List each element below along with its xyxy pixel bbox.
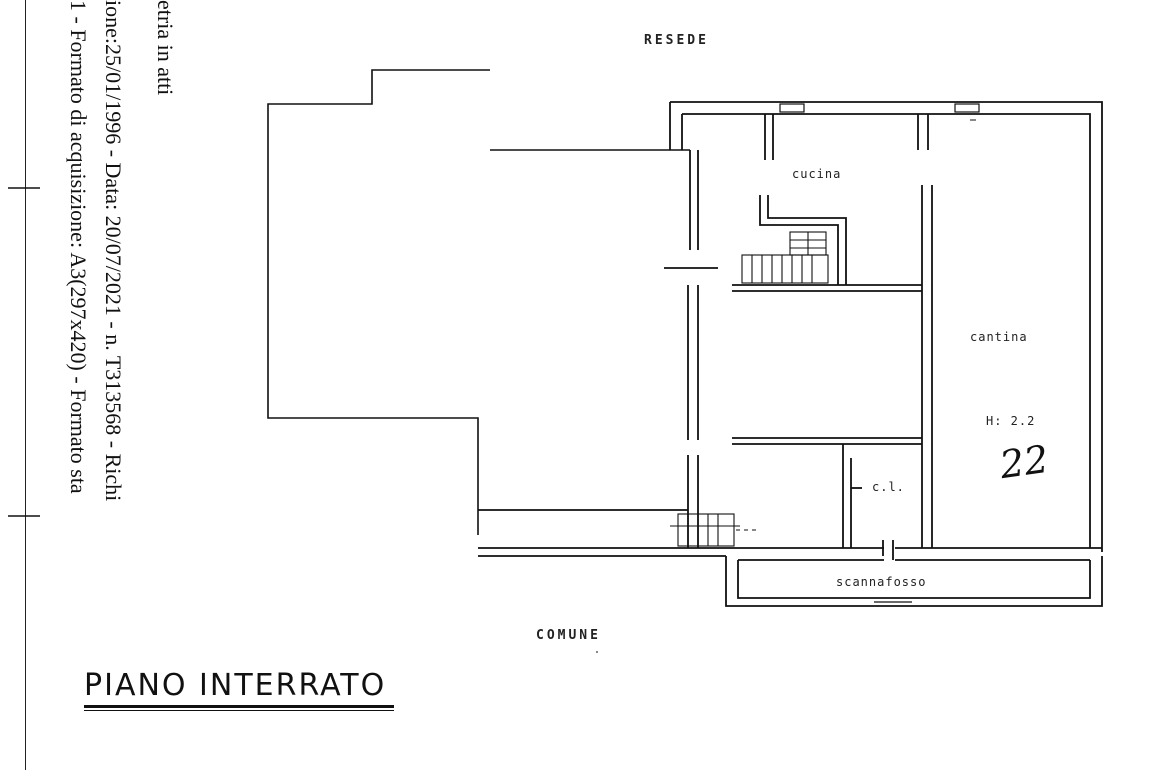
room-label-cellar: cantina	[970, 330, 1028, 344]
room-label-trench: scannafosso	[836, 575, 927, 589]
room-label-kitchen: cucina	[792, 167, 842, 181]
title-underline-thin	[84, 710, 394, 711]
title-underline	[84, 705, 394, 708]
plan-title: PIANO INTERRATO	[84, 668, 387, 703]
room-label-closet: c.l.	[872, 480, 905, 494]
handwritten-note: 22	[997, 436, 1052, 488]
room-label-cellar-height: H: 2.2	[986, 414, 1036, 428]
left-margin-rule	[25, 0, 26, 770]
label-comune: COMUNE	[536, 628, 601, 643]
label-resede: RESEDE	[644, 33, 709, 48]
